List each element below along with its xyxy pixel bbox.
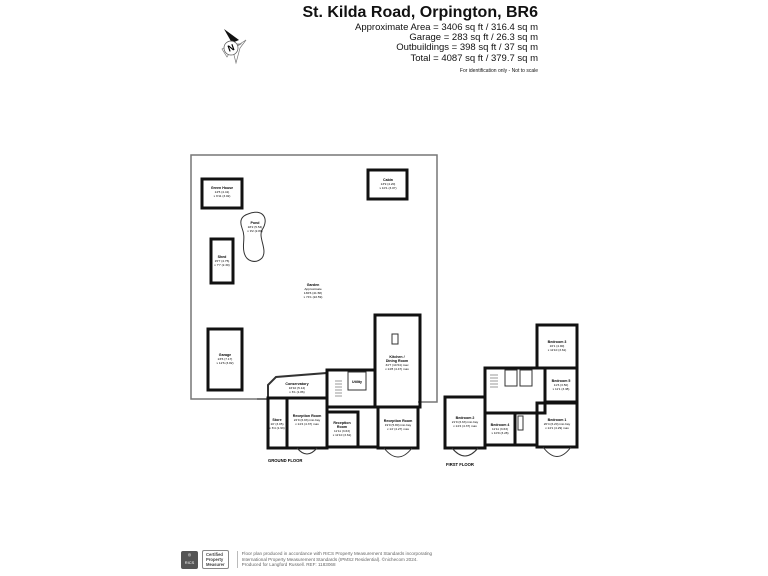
room-shed: Shed 15'7 (4.75) x 7'7 (2.30) — [209, 237, 235, 285]
room-reception-middle: Reception Room 11'11 (3.63) x 11'10 (3.6… — [325, 410, 360, 449]
room-label-text: x 14'4 (4.37) max — [453, 424, 477, 428]
compass-icon: N — [221, 29, 247, 65]
room-label-text: Dining Room — [386, 359, 408, 363]
room-label-text: Garden — [307, 283, 320, 287]
cert-line: Property — [206, 557, 224, 562]
room-label-text: Bedroom 1 — [548, 418, 567, 422]
room-label-text: 22'9 (6.93) into bay — [294, 418, 321, 422]
room-label-text: Bedroom 4 — [491, 423, 510, 427]
room-label-text: x 14' (4.27) max — [387, 427, 410, 431]
cert-line: Measurer — [206, 562, 225, 567]
room-label-text: x 6'4 (1.93) — [269, 426, 284, 430]
ground-floor-label: GROUND FLOOR — [268, 458, 302, 463]
garden-boundary — [190, 154, 438, 403]
room-label-text: x 74'1 (22.59) — [304, 295, 323, 299]
room-label-text: 11'6 (3.50) — [554, 383, 568, 387]
room-label-text: x 6'1 (1.86) — [289, 390, 304, 394]
total-area: Total = 4087 sq ft / 379.7 sq m — [410, 52, 538, 64]
room-garage: Garage 23'6 (7.17) x 12'6 (3.82) — [206, 327, 244, 392]
rics-logo: ◎ RICS — [181, 550, 198, 569]
room-label-text: x 7'7 (2.30) — [214, 263, 229, 267]
garage-area: Garage = 283 sq ft / 26.3 sq m — [409, 32, 538, 44]
property-title: St. Kilda Road, Orpington, BR6 — [302, 4, 538, 21]
room-label-text: Shed — [218, 255, 227, 259]
room-label-text: 14'5 (4.41) — [215, 190, 230, 194]
room-green-house: Green House 14'5 (4.41) x 9'11 (3.02) — [200, 177, 244, 210]
room-label-text: 10' (3.05) — [271, 422, 284, 426]
room-label-text: x 14'4 (4.37) max — [295, 422, 319, 426]
room-label-text: 18'2 (5.54) — [248, 225, 263, 229]
room-label-text: x 14'8 (4.47) max — [385, 367, 409, 371]
room-reception-right: Reception Room 19'0 (5.80) into bay x 14… — [376, 405, 420, 458]
room-label-text: x 10'1 (3.07) — [379, 186, 396, 190]
room-conservatory: Conservatory 16'10 (5.12) x 6'1 (1.86) — [267, 371, 328, 399]
approximate-area: Approximate Area = 3406 sq ft / 316.4 sq… — [355, 22, 538, 33]
certified-measurer-badge: Certified Property Measurer — [202, 550, 229, 569]
room-label-text: 16'1 (4.90) — [550, 344, 565, 348]
room-label-text: Pond — [251, 221, 260, 225]
compass-north-label: N — [226, 42, 236, 54]
header: St. Kilda Road, Orpington, BR6 Approxima… — [302, 3, 538, 75]
room-label-text: Conservatory — [285, 382, 308, 386]
room-label-text: Reception Room — [384, 419, 413, 423]
rics-logo-text: RICS — [184, 559, 195, 565]
room-cabin: Cabin 13'9 (4.20) x 10'1 (3.07) — [366, 168, 409, 201]
footer-line: International Property Measurement Stand… — [241, 556, 418, 562]
room-label-text: 13'9 (4.20) — [381, 182, 396, 186]
disclaimer: For identification only - Not to scale — [459, 67, 538, 74]
room-label-text: Cabin — [383, 178, 393, 182]
pond: Pond 18'2 (5.54) x 9'2 (2.80) — [240, 211, 266, 262]
room-label-text: Green House — [211, 186, 233, 190]
garden-label: Garden Approximate 136'6 (41.58) x 74'1 … — [304, 283, 323, 299]
room-kitchen-dining: Kitchen / Dining Room 34'7 (10.54) max x… — [373, 313, 422, 409]
room-label-text: Garage — [219, 353, 231, 357]
outbuildings-area: Outbuildings = 398 sq ft / 37 sq m — [396, 42, 538, 54]
stairs-hall: Utility — [325, 368, 377, 409]
room-label-text: 21'9 (6.63) into bay — [452, 420, 479, 424]
room-label-text: Reception — [333, 421, 350, 425]
cert-line: Certified — [206, 552, 223, 557]
room-label-text: x 9'11 (3.02) — [214, 194, 231, 198]
room-label-text: Utility — [352, 380, 362, 384]
footer-line: Produced for Langford Russell. REF: 1183… — [241, 562, 336, 568]
room-label-text: Bedroom 2 — [456, 416, 475, 420]
room-store: Store 10' (3.05) x 6'4 (1.93) — [266, 396, 289, 450]
room-bedroom-3: Bedroom 3 16'1 (4.90) x 11'10 (3.61) — [535, 323, 579, 370]
room-reception-left: Reception Room 22'9 (6.93) into bay x 14… — [285, 396, 329, 455]
room-label-text: 136'6 (41.58) — [304, 291, 322, 295]
room-label-text: x 11'1 (3.38) — [553, 387, 570, 391]
room-label-text: 34'7 (10.54) max — [385, 363, 409, 367]
room-label-text: Approximate — [304, 287, 322, 291]
room-label-text: Store — [272, 418, 281, 422]
room-label-text: x 11'10 (3.61) — [333, 433, 352, 437]
room-label-text: 11'11 (3.63) — [492, 427, 508, 431]
footer-line: Floor plan produced in accordance with R… — [241, 551, 433, 557]
room-label-text: 20'4 (6.20) into bay — [544, 422, 571, 426]
room-label-text: 19'0 (5.80) into bay — [385, 423, 412, 427]
room-label-text: x 14'1 (4.29) max — [545, 426, 569, 430]
rics-emblem-icon: ◎ — [187, 551, 192, 557]
room-bedroom-1: Bedroom 1 20'4 (6.20) into bay x 14'1 (4… — [535, 401, 579, 457]
room-label-text: Reception Room — [293, 414, 322, 418]
footer: ◎ RICS Certified Property Measurer Floor… — [181, 550, 432, 569]
room-label-text: Bedroom 3 — [548, 340, 567, 344]
footer-text: Floor plan produced in accordance with R… — [236, 551, 433, 568]
first-floor-label: FIRST FLOOR — [446, 462, 474, 467]
room-label-text: x 9'2 (2.80) — [247, 229, 262, 233]
room-label-text: 16'10 (5.12) — [289, 386, 305, 390]
room-label-text: Kitchen / — [389, 355, 404, 359]
room-bedroom-2: Bedroom 2 21'9 (6.63) into bay x 14'4 (4… — [443, 395, 487, 457]
bathroom — [513, 411, 539, 447]
room-label-text: 11'11 (3.63) — [334, 429, 350, 433]
room-label-text: Room — [337, 425, 347, 429]
room-label-text: x 10'9 (3.28) — [491, 431, 508, 435]
room-label-text: 23'6 (7.17) — [218, 357, 233, 361]
room-label-text: x 12'6 (3.82) — [216, 361, 233, 365]
room-label-text: Bedroom 5 — [552, 379, 571, 383]
room-bedroom-5: Bedroom 5 11'6 (3.50) x 11'1 (3.38) — [543, 366, 579, 404]
room-bedroom-4: Bedroom 4 11'11 (3.63) x 10'9 (3.28) — [483, 411, 517, 447]
room-label-text: x 11'10 (3.61) — [548, 348, 567, 352]
room-label-text: 15'7 (4.75) — [215, 259, 230, 263]
